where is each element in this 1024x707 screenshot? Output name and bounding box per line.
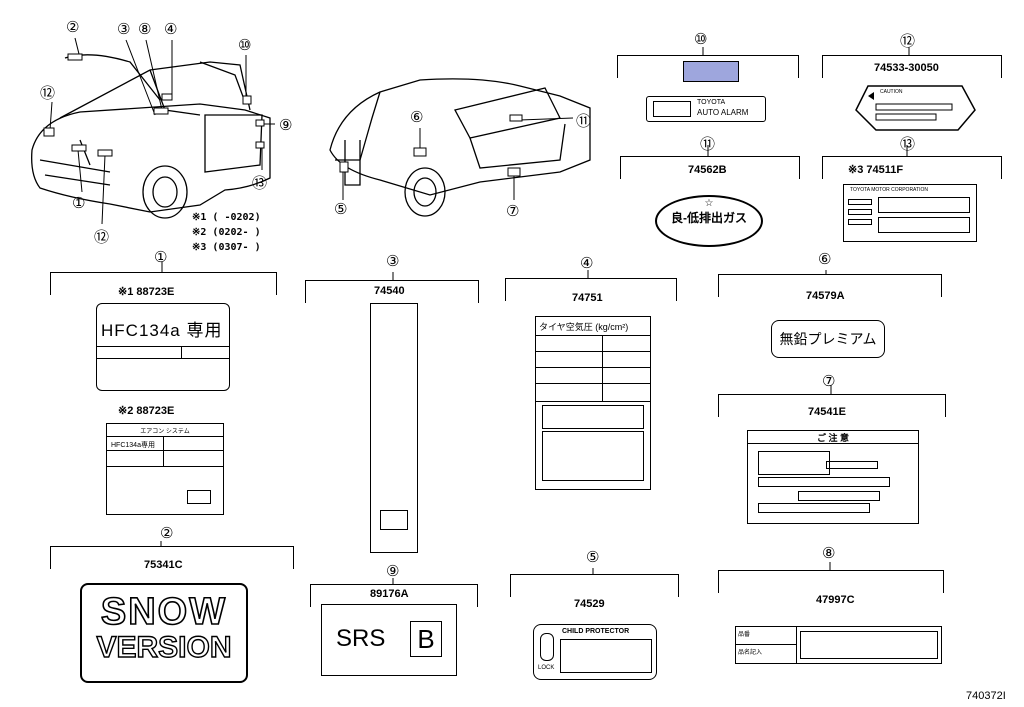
hfc-label-small: エアコン システム HFC134a専用 (106, 423, 224, 515)
front-car-drawing (31, 54, 591, 219)
highlight-box (683, 61, 739, 82)
srs-label: SRS B (321, 604, 457, 676)
callout-5-car: ⑤ (334, 200, 348, 218)
label-8-number: ⑧ (822, 544, 836, 562)
label-6-number: ⑥ (818, 250, 832, 268)
label-1-bracket (50, 272, 277, 295)
callout-12-car-a: ⑫ (40, 84, 56, 102)
part-number-label: 品番 品名記入 (735, 626, 942, 664)
manufacturer-label: TOYOTA MOTOR CORPORATION (843, 184, 977, 242)
label-9-bracket (310, 584, 478, 607)
callout-3-car: ③ (117, 20, 131, 38)
label-12-part: 74533-30050 (874, 62, 939, 74)
caution-header: ご 注 意 (816, 433, 849, 443)
label-6-part: 74579A (806, 290, 845, 302)
snow-text: SNOW (100, 591, 228, 633)
label-1-number: ① (154, 248, 168, 266)
alarm-line-2: AUTO ALARM (697, 108, 749, 117)
srs-text: SRS (336, 625, 386, 652)
label-13-part: ※3 74511F (848, 164, 904, 176)
low-emission-label: ☆ 良-低排出ガス (655, 195, 763, 247)
callout-13-car: ⑬ (252, 174, 268, 192)
label-5-part: 74529 (574, 598, 605, 610)
label-4-bracket (505, 278, 677, 301)
label-2-number: ② (160, 524, 174, 542)
tire-pressure-label: タイヤ空気圧 (kg/cm²) (535, 316, 651, 490)
label-13-bracket (822, 156, 1002, 179)
small-label-markers (43, 53, 523, 177)
leader-lines (49, 37, 574, 225)
lock-text: LOCK (538, 665, 555, 671)
note-1: ※1 ( -0202) (192, 212, 261, 223)
unleaded-premium-label: 無鉛プレミアム (771, 320, 885, 358)
label-13-number: ⑬ (900, 135, 916, 153)
callout-9-car: ⑨ (279, 116, 293, 134)
hfc-text: HFC134a 専用 (101, 321, 223, 340)
snow-version-label: SNOW VERSION (80, 583, 248, 683)
label-11-part: 74562B (688, 164, 727, 176)
star-icon: ☆ (704, 198, 714, 209)
child-protector-label: CHILD PROTECTOR LOCK (533, 624, 657, 680)
callout-7-car: ⑦ (506, 202, 520, 220)
label-1-part-b: ※2 88723E (118, 405, 175, 417)
hfc-label-large: HFC134a 専用 (96, 303, 230, 391)
srs-b-box: B (410, 621, 442, 657)
hfc-small-header: エアコン システム (140, 429, 190, 435)
label-5-number: ⑤ (586, 548, 600, 566)
label-8-bracket (718, 570, 944, 593)
label-11-bracket (620, 156, 800, 179)
note-3: ※3 (0307- ) (192, 242, 261, 253)
cell-2-text: 品名記入 (738, 650, 763, 656)
caution-label: ご 注 意 (747, 430, 919, 524)
label-3-number: ③ (386, 252, 400, 270)
callout-4-car: ④ (164, 20, 178, 38)
callout-2-car: ② (66, 18, 80, 36)
label-4-part: 74751 (572, 292, 603, 304)
cell-1-text: 品番 (738, 632, 751, 638)
label-9-number: ⑨ (386, 562, 400, 580)
callout-11-car: ⑪ (576, 112, 592, 130)
label-8-part: 47997C (816, 594, 855, 606)
label-7-bracket (718, 394, 946, 417)
label-10-bracket (617, 55, 799, 78)
long-strip-label (370, 303, 418, 553)
label-1-part-a: ※1 88723E (118, 286, 175, 298)
label-12-bracket (822, 55, 1002, 78)
callout-6-car: ⑥ (410, 108, 424, 126)
child-protector-title: CHILD PROTECTOR (562, 628, 630, 635)
caution-text: CAUTION (880, 89, 903, 95)
tire-header: タイヤ空気圧 (kg/cm²) (539, 322, 629, 332)
callout-1-car: ① (72, 194, 86, 212)
bracket-stems (160, 47, 910, 584)
version-text: VERSION (96, 630, 232, 664)
hfc-small-text: HFC134a専用 (111, 442, 155, 449)
alarm-line-1: TOYOTA (697, 99, 726, 106)
label-6-bracket (718, 274, 942, 297)
label-5-bracket (510, 574, 679, 597)
label-7-part: 74541E (808, 406, 846, 418)
callout-10-car: ⑩ (238, 36, 252, 54)
note-2: ※2 (0202- ) (192, 227, 261, 238)
label-2-bracket (50, 546, 294, 569)
unleaded-text: 無鉛プレミアム (779, 331, 877, 347)
label-3-part: 74540 (374, 285, 405, 297)
diagram-id: 740372I (966, 690, 1006, 702)
low-emission-text: 良-低排出ガス (671, 211, 747, 225)
label-9-part: 89176A (370, 588, 409, 600)
callout-12-car-b: ⑫ (94, 228, 110, 246)
auto-alarm-label: TOYOTA AUTO ALARM (646, 96, 766, 122)
date-notes: ※1 ( -0202) ※2 (0202- ) ※3 (0307- ) (192, 210, 261, 255)
label-12-number: ⑫ (900, 32, 916, 50)
manufacturer-header: TOYOTA MOTOR CORPORATION (850, 187, 928, 193)
callout-8-car: ⑧ (138, 20, 152, 38)
label-4-number: ④ (580, 254, 594, 272)
label-3-bracket (305, 280, 479, 303)
label-11-number: ⑪ (700, 135, 716, 153)
label-7-number: ⑦ (822, 372, 836, 390)
label-2-part: 75341C (144, 559, 183, 571)
label-10-number: ⑩ (694, 30, 708, 48)
